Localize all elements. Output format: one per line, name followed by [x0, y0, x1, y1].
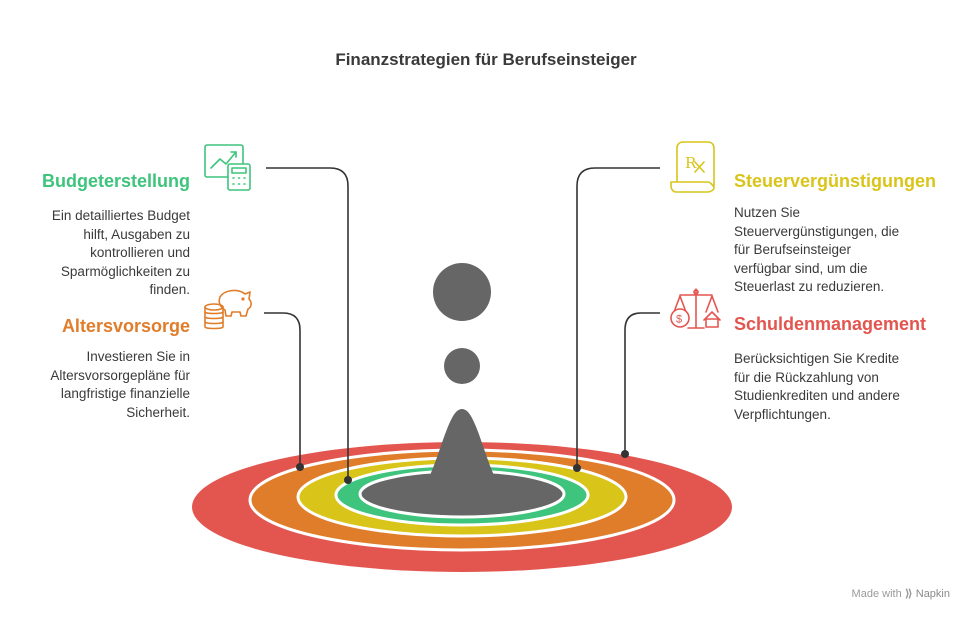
svg-text:$: $	[676, 314, 682, 326]
footer-credit: Made with ⟫ Napkin	[852, 587, 950, 600]
receipt-icon: R	[670, 141, 715, 193]
steuer-heading: Steuervergünstigungen	[734, 171, 937, 191]
budget-text: Ein detailliertes Budget hilft, Ausgaben…	[51, 208, 190, 297]
schulden-heading: Schuldenmanagement	[734, 314, 927, 334]
footer-made-with: Made with	[851, 588, 902, 600]
piggy-bank-coins-icon	[204, 289, 252, 330]
alters-text: Investieren Sie in Altersvorsorgepläne f…	[50, 349, 190, 420]
scale-balance-icon: $	[670, 288, 721, 329]
schulden-text: Berücksichtigen Sie Kredite für die Rück…	[734, 351, 900, 422]
drop-peak	[410, 409, 514, 498]
connector-budget	[266, 167, 349, 480]
svg-text:R: R	[685, 154, 697, 172]
steuer-text: Nutzen Sie Steuervergünstigungen, die fü…	[734, 205, 900, 294]
connector-alters	[264, 312, 301, 467]
footer-brand: Napkin	[915, 588, 950, 600]
page-title: Finanzstrategien für Berufseinsteiger	[335, 50, 637, 69]
connector-steuer	[576, 167, 660, 468]
connector-schulden	[624, 312, 660, 454]
budget-heading: Budgeterstellung	[41, 171, 190, 191]
drop-small	[444, 348, 480, 384]
alters-heading: Altersvorsorge	[61, 316, 190, 336]
napkin-logo-icon: ⟫	[904, 588, 913, 600]
drop-large	[433, 263, 491, 321]
chart-calculator-icon	[204, 144, 251, 191]
